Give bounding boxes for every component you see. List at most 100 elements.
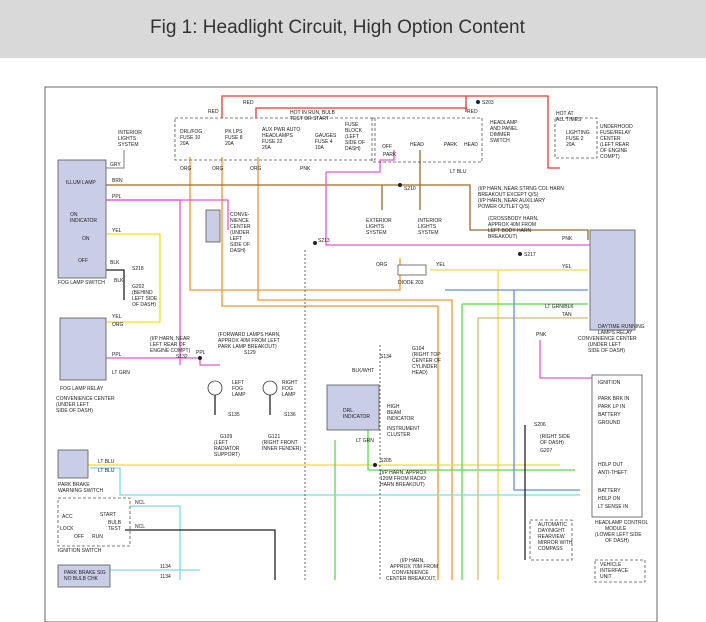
lbl-uh-2: CENTER bbox=[600, 136, 621, 142]
lbl-int2-2: SYSTEM bbox=[418, 230, 439, 236]
lbl-drlind-1: INDICATOR bbox=[343, 414, 370, 420]
lbl-ip3-2: HARN BREAKOUT) bbox=[380, 482, 425, 488]
wire-ltgreen-2 bbox=[367, 430, 575, 471]
lbl-hcm-1: MODULE bbox=[605, 526, 627, 532]
lbl-ltblu3: LT BLU bbox=[98, 459, 115, 465]
lbl-drl-0: DRL/FOG bbox=[180, 129, 202, 135]
lbl-hcm-3: OF DASH) bbox=[605, 538, 629, 544]
headlamp-switch bbox=[371, 117, 483, 163]
lbl-drl-r-0: DAYTIME RUNNING bbox=[598, 324, 645, 330]
lbl-ip1-0: (I/P HARN, NEAR STRNG COL HARN bbox=[478, 186, 564, 192]
lbl-rfog-0: RIGHT bbox=[282, 380, 298, 386]
lbl-fuse-block-0: FUSE bbox=[345, 122, 359, 128]
auto-mirror bbox=[529, 519, 573, 561]
lbl-park: PARK bbox=[383, 152, 397, 158]
wire-pink-5 bbox=[100, 357, 220, 366]
lbl-veh-0: VEHICLE bbox=[600, 562, 622, 568]
lbl-bulb-1: TEST bbox=[108, 526, 121, 532]
lbl-acc: ACC bbox=[62, 514, 73, 520]
lbl-on-ind-1: INDICATOR bbox=[70, 218, 97, 224]
lbl-gauges-2: 10A bbox=[315, 145, 325, 151]
instrument-cluster bbox=[326, 384, 380, 431]
wire-dashed bbox=[304, 250, 381, 580]
lbl-g202b-0: (RIGHT SIDE bbox=[540, 434, 571, 440]
lbl-pb-1: WARNING SWITCH bbox=[58, 488, 103, 494]
lbl-conv2-2: SIDE OF DASH) bbox=[56, 408, 93, 414]
lbl-pnk3: PNK bbox=[536, 332, 547, 338]
lbl-ltblu: LT BLU bbox=[450, 169, 467, 175]
lbl-ip3-0: (I/P HARN, APPROX bbox=[380, 470, 427, 476]
lbl-off3: OFF bbox=[78, 258, 88, 264]
lbl-g104-1: (RIGHT TOP bbox=[412, 352, 441, 358]
lbl-cc-1: NIENCE bbox=[230, 218, 250, 224]
lbl-g109-2: RADIATOR bbox=[214, 446, 240, 452]
splice-s213 bbox=[313, 241, 317, 245]
lbl-ncl: NCL bbox=[135, 500, 145, 506]
lbl-drl-1: FUSE 10 bbox=[180, 135, 201, 141]
lbl-mir-2: REARVIEW bbox=[538, 534, 565, 540]
lbl-veh-1: INTERFACE bbox=[600, 568, 629, 574]
lbl-ltblu4: LT BLU bbox=[98, 468, 115, 474]
lbl-drl-2: 20A bbox=[180, 141, 190, 147]
lbl-org2: ORG bbox=[212, 166, 224, 172]
lbl-cc-2: CENTER bbox=[230, 224, 251, 230]
wire-pink-2 bbox=[106, 199, 181, 365]
lbl-int2-0: INTERIOR bbox=[418, 218, 442, 224]
wire-pink-4 bbox=[539, 340, 600, 379]
park-brake-switch bbox=[57, 449, 89, 479]
lbl-hib-2: INDICATOR bbox=[387, 416, 414, 422]
lbl-cb-3: BREAKOUT) bbox=[488, 234, 518, 240]
lbl-ign-11: BATTERY bbox=[598, 488, 621, 494]
lbl-s210: S210 bbox=[404, 186, 416, 192]
lbl-lf-2: 20A bbox=[566, 142, 576, 148]
lbl-uh-1: FUSE/RELAY bbox=[600, 130, 631, 136]
lbl-pnk2: PNK bbox=[562, 236, 573, 242]
lbl-drlind-0: DRL bbox=[343, 408, 353, 414]
lbl-fuse-block-4: DASH) bbox=[345, 146, 361, 152]
vehicle-interface-unit bbox=[594, 559, 646, 583]
lbl-g202-3: OF DASH) bbox=[132, 302, 156, 308]
lbl-ppl3: PPL bbox=[196, 350, 206, 356]
lbl-aux-3: 20A bbox=[262, 145, 272, 151]
lbl-ign-9: ANTI-THEFT bbox=[598, 470, 627, 476]
lbl-mir-4: COMPASS bbox=[538, 546, 563, 552]
figure-header-bar: Fig 1: Headlight Circuit, High Option Co… bbox=[0, 0, 706, 58]
diode-203 bbox=[397, 264, 427, 276]
lbl-hls-3: SWITCH bbox=[490, 138, 510, 144]
splice-s210 bbox=[398, 183, 402, 187]
lbl-ncl2: NCL bbox=[135, 524, 145, 530]
headlight-circuit-diagram: RED RED S203 RED HOT IN RUN, BULB TEST O… bbox=[44, 86, 658, 622]
lbl-cl-1: CLUSTER bbox=[387, 432, 411, 438]
underhood-fuse-center bbox=[554, 117, 598, 159]
lbl-ip2-2: ENGINE COMPT) bbox=[150, 348, 191, 354]
lbl-g202-0: G202 bbox=[132, 284, 144, 290]
lbl-off4: OFF bbox=[74, 534, 84, 540]
fog-lamp-switch bbox=[57, 159, 107, 279]
lbl-on-ind-0: ON bbox=[70, 212, 78, 218]
lbl-ign-5: GROUND bbox=[598, 420, 621, 426]
lbl-ext-2: SYSTEM bbox=[366, 230, 387, 236]
lbl-rfog-2: LAMP bbox=[282, 392, 296, 398]
lbl-gauges-1: FUSE 4 bbox=[315, 139, 333, 145]
lbl-1134: 1134 bbox=[160, 564, 171, 570]
lbl-ltgrn: LT GRN bbox=[112, 370, 130, 376]
lbl-hls-0: HEADLAMP bbox=[490, 120, 518, 126]
lbl-cb-1: APPROX 40M FROM bbox=[488, 222, 536, 228]
lbl-g121-0: G121 bbox=[268, 434, 280, 440]
lbl-hot-run: HOT IN RUN, BULB bbox=[290, 110, 336, 116]
lbl-fuse-block-1: BLOCK bbox=[345, 128, 363, 134]
lbl-cc-6: DASH) bbox=[230, 248, 246, 254]
lbl-ignsw: IGNITION SWITCH bbox=[58, 548, 102, 554]
lbl-cc-5: SIDE OF bbox=[230, 242, 250, 248]
lbl-int-1: LIGHTS bbox=[118, 136, 137, 142]
lbl-pk-2: 20A bbox=[225, 141, 235, 147]
lbl-hot-run2: TEST OR START bbox=[290, 116, 329, 122]
lbl-g121-1: (RIGHT FRONT bbox=[262, 440, 298, 446]
figure-title: Fig 1: Headlight Circuit, High Option Co… bbox=[150, 17, 525, 38]
lbl-1134b: 1134 bbox=[160, 574, 171, 580]
lbl-lfog-1: FOG bbox=[232, 386, 243, 392]
lbl-ip1-1: BREAKOUT EXCEPT Q/S) bbox=[478, 192, 539, 198]
lbl-uh-0: UNDERHOOD bbox=[600, 124, 633, 130]
lbl-yel4: YEL bbox=[112, 314, 122, 320]
lbl-cb-2: LEFT BODY HARN bbox=[488, 228, 532, 234]
